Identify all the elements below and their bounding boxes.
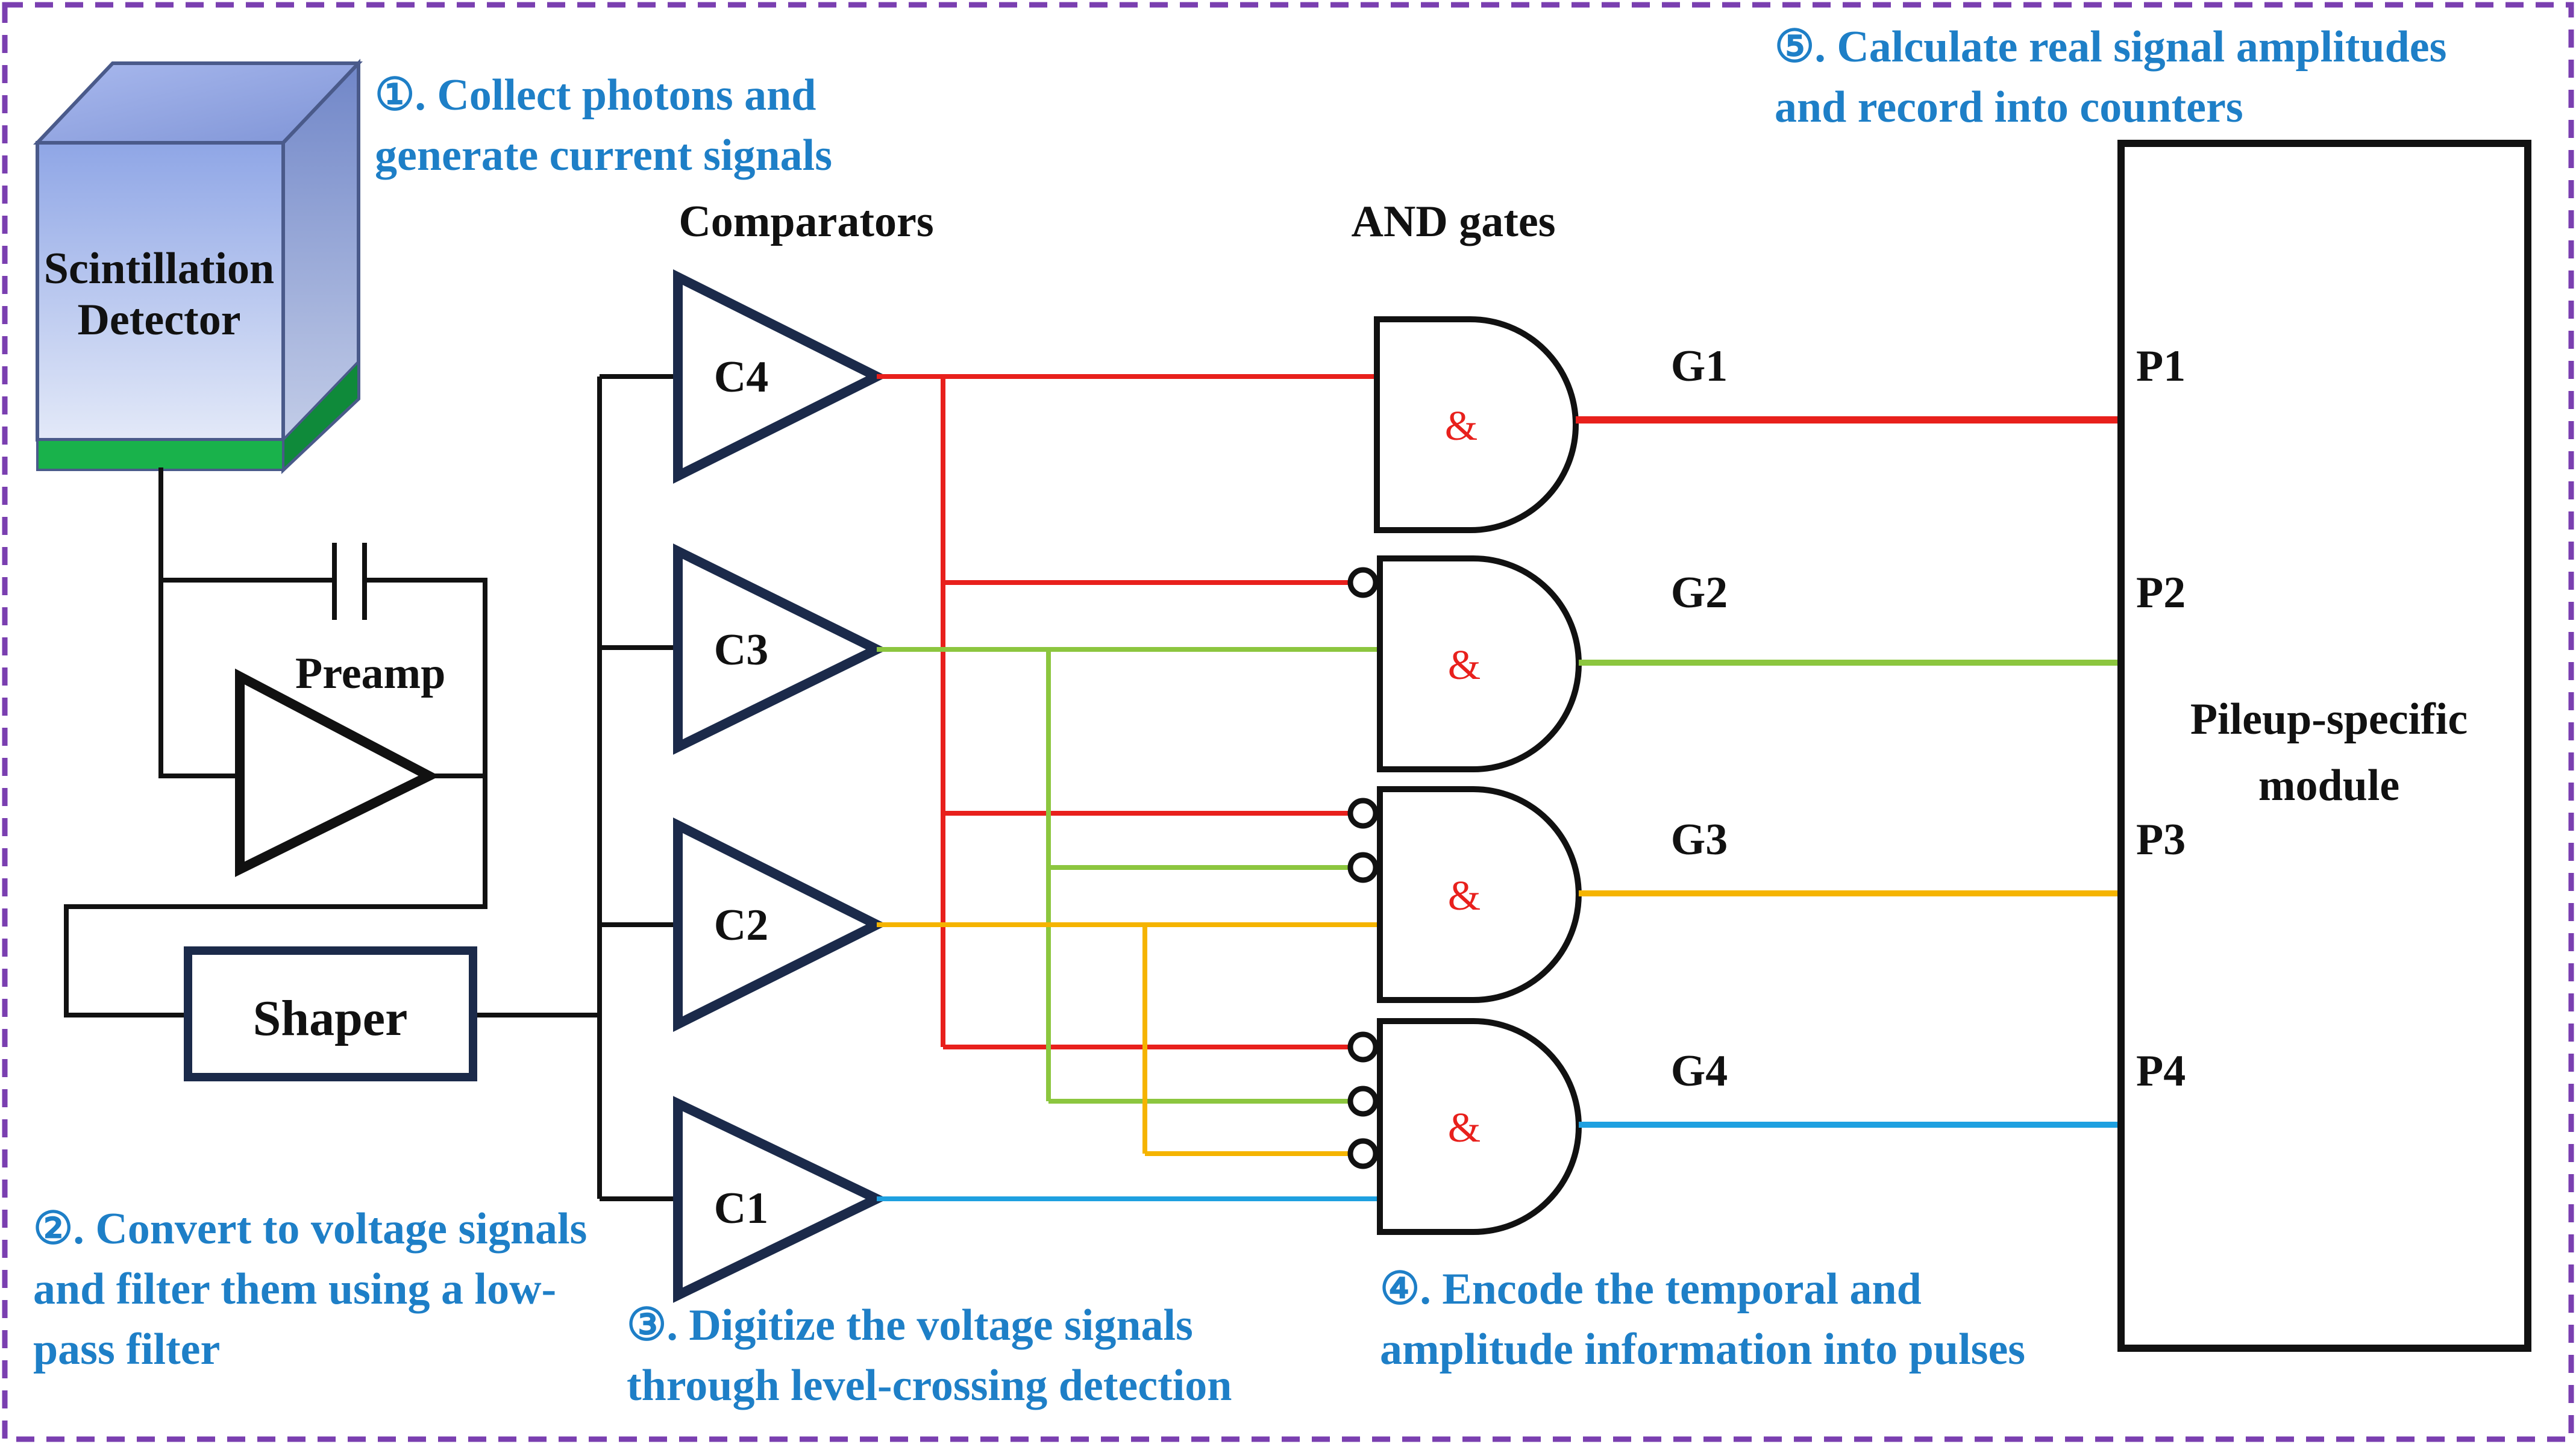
step1-annotation-line2: generate current signals [375,131,832,180]
detector-label-line1: Scintillation [44,244,274,293]
port-label-p4: P4 [2136,1046,2186,1096]
step2-annotation-line1: ②. Convert to voltage signals [33,1204,587,1254]
step2-annotation-line2: and filter them using a low- [33,1264,556,1314]
inverter-bubble [1347,1138,1379,1169]
comparator-c1: C1 [673,1096,888,1303]
scintillation-detector: Scintillation Detector [33,58,363,474]
detector-base [36,439,284,471]
inverter-bubble [1347,798,1379,829]
and-gate-2: & [1347,555,1582,772]
comparator-label-c1: C1 [714,1184,768,1233]
gate-output-label-g1: G1 [1671,342,1728,391]
comparator-label-c3: C3 [714,625,768,675]
and-gate-4: & [1347,1018,1582,1235]
comparator-bus [597,374,678,1201]
inverter-bubble [1347,567,1379,598]
comparator-c4: C4 [673,269,888,484]
and-symbol-4: & [1448,1105,1481,1151]
step1-annotation-line1: ①. Collect photons and [375,70,816,120]
c4-signal-lines [877,374,1377,1049]
c2-signal-lines [877,922,1377,1156]
step5-annotation-line2: and record into counters [1775,83,2243,132]
gate-output-label-g2: G2 [1671,568,1728,617]
step5-annotation-line1: ⑤. Calculate real signal amplitudes [1775,22,2446,72]
inverter-bubble [1347,1031,1379,1063]
step2-annotation-line3: pass filter [33,1325,220,1374]
preamp-label: Preamp [295,649,445,698]
and-symbol-3: & [1448,873,1481,919]
comparator-label-c2: C2 [714,901,768,950]
shaper-block [184,946,477,1081]
and-gates-title: AND gates [1351,197,1555,246]
step3-annotation-line1: ③. Digitize the voltage signals [627,1301,1193,1350]
port-label-p3: P3 [2136,815,2186,864]
comparator-c3: C3 [673,543,888,755]
and-symbol-1: & [1445,403,1478,449]
inverter-bubble [1347,1086,1379,1117]
and-symbol-2: & [1448,642,1481,689]
module-label-line1: Pileup-specific [2190,695,2468,744]
step4-annotation-line1: ④. Encode the temporal and [1380,1264,1922,1314]
detector-label-line2: Detector [77,295,240,345]
port-label-p2: P2 [2136,568,2186,617]
preamp-wiring [64,467,602,1017]
preamp-triangle [235,668,440,877]
gate-output-label-g4: G4 [1671,1046,1728,1096]
comparators-title: Comparators [678,197,933,246]
gate-output-label-g3: G3 [1671,815,1728,864]
inverter-bubble [1347,852,1379,883]
step3-annotation-line2: through level-crossing detection [627,1361,1232,1410]
module-label-line2: module [2258,761,2399,810]
and-gate-1: & [1374,316,1579,533]
shaper-label: Shaper [253,990,408,1046]
pileup-module-block [2117,140,2531,1352]
comparator-label-c4: C4 [714,352,768,402]
port-label-p1: P1 [2136,342,2186,391]
step4-annotation-line2: amplitude information into pulses [1380,1325,2025,1374]
c3-signal-lines [877,647,1377,1104]
and-gate-3: & [1347,786,1582,1003]
comparator-c2: C2 [673,817,888,1032]
